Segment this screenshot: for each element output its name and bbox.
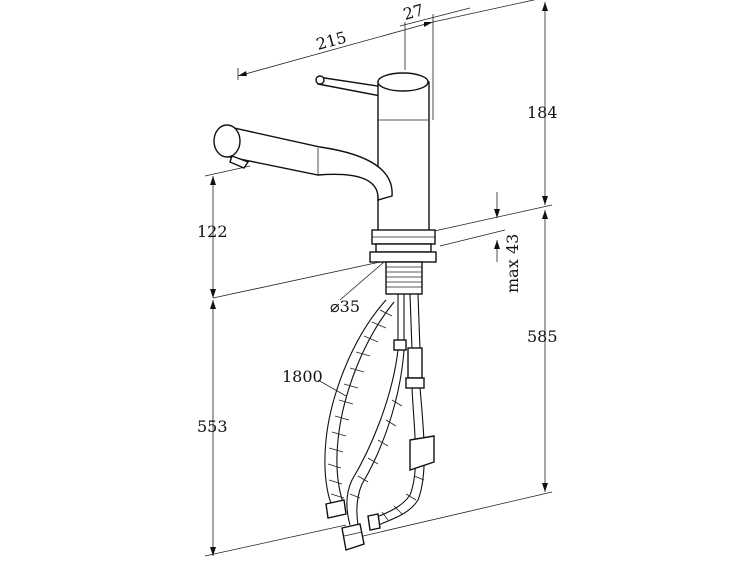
dimension-labels: 215 27 184 122 max 43 ⌀35 1800 585 553 — [197, 0, 558, 436]
spout-reach-label: 215 — [314, 28, 348, 54]
hose-length-label: 1800 — [282, 367, 323, 386]
max-deck-value: 43 — [503, 234, 522, 254]
height-above-deck-label: 184 — [527, 103, 558, 122]
faucet-body — [213, 72, 437, 389]
mounting-hole-label: ⌀35 — [330, 297, 360, 316]
max-deck-label: max — [503, 259, 522, 293]
body-diameter-label: 27 — [401, 0, 426, 24]
braid-hatching — [327, 309, 425, 521]
spout-height-label: 122 — [197, 222, 228, 241]
thread-lines — [386, 266, 422, 288]
total-below-deck-label: 585 — [527, 327, 558, 346]
braided-hoses — [324, 299, 435, 551]
spout-to-hose-end-label: 553 — [197, 417, 228, 436]
